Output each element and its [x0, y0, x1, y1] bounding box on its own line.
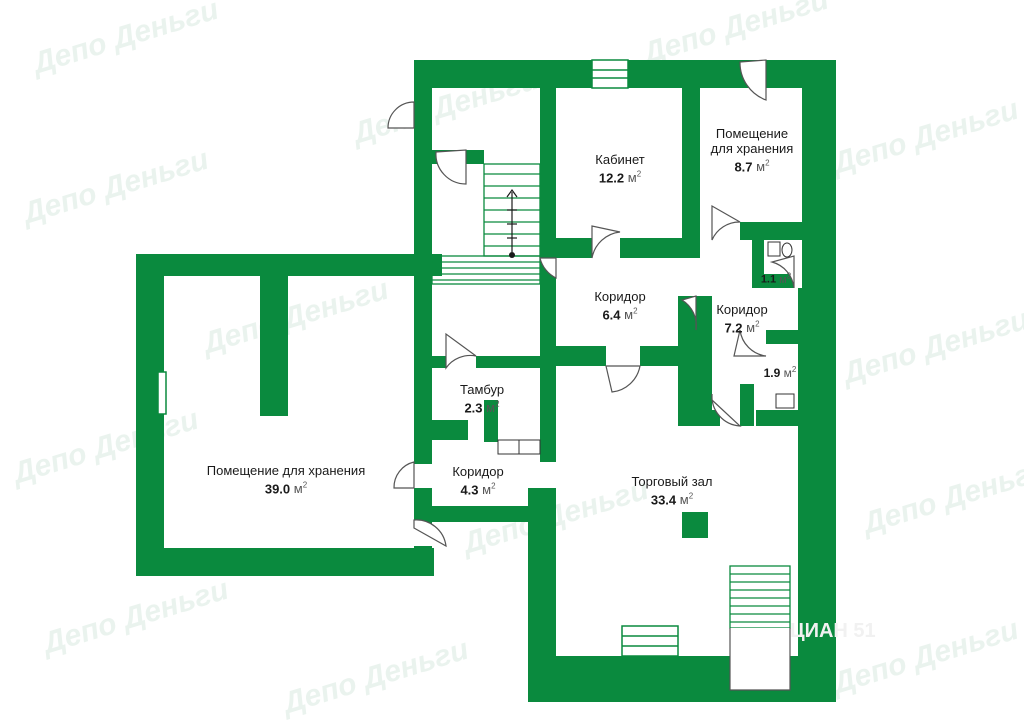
stair-lower — [431, 255, 541, 285]
room-label-storage-small: Помещение для хранения 8.7 м2 — [710, 126, 794, 175]
room-label-storage-big: Помещение для хранения 39.0 м2 — [206, 463, 366, 497]
wall-kabinet-bottom — [620, 238, 700, 258]
wall-left-upper — [414, 60, 432, 186]
door-wc1 — [769, 255, 795, 289]
room-label-corridor-2: Коридор 7.2 м2 — [716, 302, 768, 336]
windows — [157, 59, 679, 657]
door-kabinet — [591, 225, 621, 259]
door-tambur — [445, 332, 477, 370]
door-corridor-left — [539, 257, 557, 279]
door-top-left — [387, 101, 415, 129]
wall-storage-top — [136, 254, 442, 276]
wall-tambur-bottom-stub — [484, 400, 498, 442]
stair-sales-hall — [729, 565, 791, 629]
room-label-kabinet: Кабинет 12.2 м2 — [595, 152, 645, 186]
toilet-1 — [767, 241, 781, 257]
wall-left-mid — [414, 176, 432, 464]
door-storage-small — [739, 59, 767, 101]
stair-arrow — [506, 188, 518, 252]
fixtures — [497, 241, 795, 455]
sink-2 — [775, 393, 795, 409]
corner-watermark: ЦИАН 51 — [790, 620, 876, 642]
wall-corridor-mid-stub — [542, 300, 556, 348]
wall-right-upper — [802, 60, 836, 288]
room-label-corridor-1: Коридор 6.4 м2 — [594, 289, 646, 323]
wall-right-lower — [798, 288, 836, 702]
room-label-sales-hall: Торговый зал 33.4 м2 — [631, 474, 713, 508]
door-sales-hall — [605, 365, 641, 393]
wall-wc2-bottom — [756, 410, 836, 426]
door-outer-left — [393, 461, 415, 489]
wall-storage-bottom — [136, 548, 434, 576]
window-left-storage — [157, 371, 167, 415]
window-top — [591, 59, 629, 89]
wall-tambur-right — [476, 356, 546, 368]
door-wc2 — [733, 329, 767, 357]
wall-tambur-bottom — [432, 420, 468, 440]
room-label-tambur: Тамбур 2.3 м2 — [459, 382, 505, 416]
wall-left-lower-hall — [528, 488, 556, 702]
doors — [387, 59, 795, 691]
wall-storage-small-bottom — [740, 222, 836, 240]
wall-wc2-left — [740, 384, 754, 426]
wall-left-bottom — [414, 546, 432, 576]
wall-tambur-right-col — [540, 356, 556, 462]
door-pillar — [711, 393, 742, 427]
wall-kabinet-bottom-left — [556, 238, 592, 258]
wall-tambur-left — [428, 356, 446, 368]
wall-wc1-bottom — [752, 274, 794, 288]
wall-corridor-bottom-left — [540, 346, 606, 366]
door-storage-small-bottom — [711, 204, 741, 241]
room-label-wc-2: 1.9 м2 — [763, 365, 797, 380]
wall-corridor3-bottom — [414, 506, 556, 522]
window-bottom — [621, 625, 679, 657]
wall-storage-left — [136, 254, 164, 576]
door-sales-hall-exit — [729, 628, 791, 691]
room-label-corridor-3: Коридор 4.3 м2 — [452, 464, 504, 498]
wall-center-pillar-foot — [678, 410, 720, 426]
wall-kabinet-right — [682, 88, 700, 252]
sales-hall-column — [682, 512, 708, 538]
wall-storage-stub — [260, 254, 288, 416]
door-stair — [435, 149, 467, 185]
door-corridor-right — [680, 295, 697, 331]
stair-start-dot — [509, 252, 515, 258]
door-storage-big — [413, 519, 447, 548]
wall-wc2-top — [766, 330, 836, 344]
room-label-wc-1: 1.1 м2 — [760, 271, 792, 286]
